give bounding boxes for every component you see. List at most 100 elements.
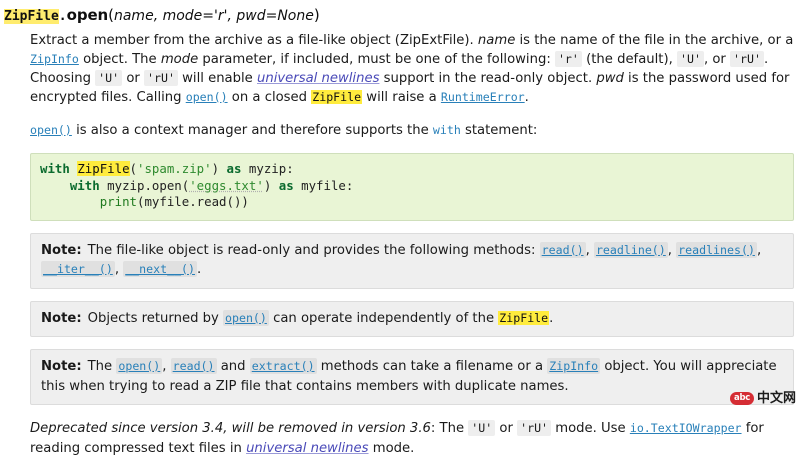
code-block: with ZipFile('spam.zip') as myzip: with … bbox=[30, 153, 794, 221]
deprecated-literal-u: 'U' bbox=[468, 420, 496, 436]
universal-newlines-link-2[interactable]: universal newlines bbox=[246, 440, 369, 456]
signature-open-paren: ( bbox=[108, 6, 114, 24]
readline-link[interactable]: readline() bbox=[593, 241, 668, 258]
watermark-text: 中文网 bbox=[756, 391, 796, 406]
with-keyword: with bbox=[432, 123, 461, 137]
code-line3-indent bbox=[40, 194, 100, 209]
note-2-label: Note: bbox=[41, 310, 82, 326]
code-line3-tail: (myfile.read()) bbox=[137, 194, 249, 209]
code-line1-open: ( bbox=[129, 161, 137, 176]
desc-text-6: , or bbox=[703, 52, 731, 67]
open-link-1[interactable]: open() bbox=[185, 90, 228, 104]
open-link-3[interactable]: open() bbox=[223, 309, 269, 326]
iter-link[interactable]: __iter__() bbox=[41, 261, 115, 277]
note-filename-or-zipinfo: Note: The open(), read() and extract() me… bbox=[30, 349, 794, 405]
literal-u-2: 'U' bbox=[95, 70, 123, 86]
open-link-2[interactable]: open() bbox=[30, 123, 72, 137]
cm-text-1: is also a context manager and therefore … bbox=[71, 123, 433, 138]
signature-dot: . bbox=[58, 9, 67, 24]
zipfile-highlight-2: ZipFile bbox=[498, 310, 550, 325]
deprecated-heading: Deprecated since version 3.4, will be re… bbox=[30, 421, 431, 436]
note-2-text-2: can operate independently of the bbox=[268, 310, 499, 326]
desc-text-9: will enable bbox=[177, 71, 257, 86]
note-3-label: Note: bbox=[41, 359, 82, 374]
code-line2-indent bbox=[40, 178, 70, 193]
code-line2-tail: myfile: bbox=[293, 177, 354, 193]
note-1-text-1: The file-like object is read-only and pr… bbox=[87, 242, 540, 258]
signature-parameters: name, mode='r', pwd=None bbox=[113, 8, 314, 24]
note-1-sep-2: , bbox=[667, 242, 677, 258]
code-line2-close: ) bbox=[263, 177, 279, 193]
desc-param-mode: mode bbox=[160, 52, 199, 67]
note-2-text-1: Objects returned by bbox=[87, 310, 224, 326]
note-methods: Note:The file-like object is read-only a… bbox=[30, 232, 794, 289]
note-1-sep-3: , bbox=[756, 242, 762, 258]
note-3-text-2: methods can take a filename or a bbox=[316, 359, 548, 374]
signature-class-name: ZipFile bbox=[4, 9, 59, 24]
literal-ru: 'rU' bbox=[730, 51, 764, 67]
code-fn-print: print bbox=[99, 194, 137, 209]
code-string-eggs: 'eggs.txt' bbox=[189, 177, 264, 193]
desc-text-5: (the default), bbox=[581, 52, 678, 67]
note-2-text-3: . bbox=[549, 310, 554, 326]
desc-param-name: name bbox=[477, 33, 516, 48]
io-textiowrapper-link[interactable]: io.TextIOWrapper bbox=[629, 421, 742, 435]
doc-body: Extract a member from the archive as a f… bbox=[0, 31, 800, 458]
code-line1-tail: myzip: bbox=[241, 161, 294, 176]
code-string-spam: 'spam.zip' bbox=[137, 161, 212, 176]
zipfile-highlight-1: ZipFile bbox=[311, 90, 363, 104]
deprecated-text-3: mode. Use bbox=[551, 421, 630, 436]
readlines-link[interactable]: readlines() bbox=[676, 241, 757, 258]
zipinfo-link[interactable]: ZipInfo bbox=[30, 52, 79, 66]
code-kw-with-1: with bbox=[40, 161, 70, 176]
deprecated-literal-ru: 'rU' bbox=[517, 420, 552, 436]
code-line2-mid: myzip.open( bbox=[99, 177, 190, 193]
note-independent-objects: Note: Objects returned by open() can oper… bbox=[30, 300, 794, 337]
deprecated-text-5: mode. bbox=[368, 440, 415, 456]
desc-text-13: will raise a bbox=[362, 90, 441, 105]
deprecated-colon: : bbox=[430, 421, 440, 436]
universal-newlines-link[interactable]: universal newlines bbox=[256, 71, 380, 86]
desc-param-pwd: pwd bbox=[596, 71, 624, 86]
code-kw-as-2: as bbox=[278, 177, 294, 193]
desc-text-12: on a closed bbox=[227, 90, 312, 105]
read-link-2[interactable]: read() bbox=[170, 358, 217, 374]
literal-r: 'r' bbox=[554, 51, 582, 67]
extract-link[interactable]: extract() bbox=[249, 358, 317, 374]
note-3-text-1: The bbox=[87, 359, 117, 374]
signature-close-paren: ) bbox=[313, 6, 320, 24]
note-3-sep-1: , bbox=[162, 359, 171, 374]
desc-text-14: . bbox=[524, 90, 529, 105]
deprecated-text-2: or bbox=[495, 421, 518, 436]
method-signature: ZipFile.open(name, mode='r', pwd=None) bbox=[0, 0, 800, 31]
runtimeerror-link[interactable]: RuntimeError bbox=[440, 90, 525, 104]
note-1-sep-4: , bbox=[114, 262, 124, 277]
desc-text-3: object. The bbox=[78, 52, 161, 67]
next-link[interactable]: __next__() bbox=[123, 261, 198, 277]
zipinfo-link-2[interactable]: ZipInfo bbox=[547, 358, 601, 374]
cm-text-2: statement: bbox=[460, 123, 538, 138]
watermark-badge-icon: abc bbox=[730, 392, 754, 405]
desc-text-10: support in the read-only object. bbox=[379, 71, 597, 86]
context-manager-paragraph: open() is also a context manager and the… bbox=[30, 121, 794, 140]
code-zipfile-highlight: ZipFile bbox=[77, 161, 130, 176]
read-link-1[interactable]: read() bbox=[539, 241, 586, 258]
deprecated-notice: Deprecated since version 3.4, will be re… bbox=[30, 419, 794, 458]
desc-text-1: Extract a member from the archive as a f… bbox=[30, 33, 478, 48]
desc-text-11: is the password used for encrypted files… bbox=[30, 71, 790, 105]
literal-ru-2: 'rU' bbox=[144, 70, 178, 86]
desc-text-4: parameter, if included, must be one of t… bbox=[198, 52, 555, 67]
literal-u: 'U' bbox=[677, 51, 704, 67]
open-link-4[interactable]: open() bbox=[116, 358, 163, 374]
description-paragraph: Extract a member from the archive as a f… bbox=[30, 31, 794, 107]
desc-text-2: is the name of the file in the archive, … bbox=[515, 33, 794, 48]
desc-text-7: . Choosing bbox=[30, 52, 769, 86]
note-3-text-3: object. You will appreciate this when tr… bbox=[41, 359, 777, 394]
signature-method-name: open bbox=[66, 6, 109, 24]
deprecated-text-1: The bbox=[439, 421, 469, 436]
note-1-sep-1: , bbox=[585, 242, 594, 258]
site-watermark: abc 中文网 bbox=[730, 392, 796, 405]
note-3-sep-2: and bbox=[216, 359, 250, 374]
code-kw-as-1: as bbox=[226, 161, 242, 176]
